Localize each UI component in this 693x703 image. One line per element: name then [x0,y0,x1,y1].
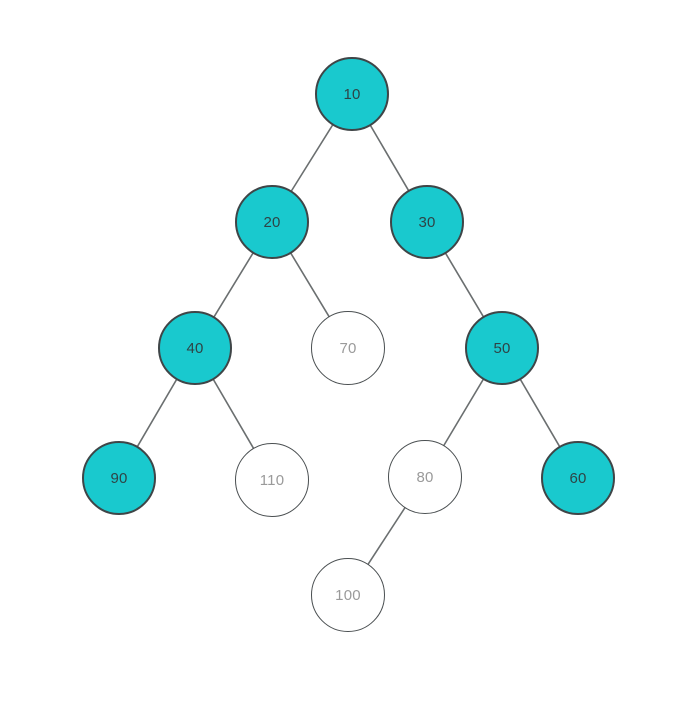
tree-edge [369,125,410,191]
tree-edge [290,124,334,192]
tree-node-label: 10 [343,85,361,103]
tree-edge [367,507,406,565]
tree-node-50[interactable]: 50 [465,311,539,385]
tree-node-10[interactable]: 10 [315,57,389,131]
tree-node-label: 40 [186,339,204,357]
tree-node-label: 70 [339,339,357,357]
tree-edge [212,379,255,449]
tree-node-60[interactable]: 60 [541,441,615,515]
tree-node-110[interactable]: 110 [235,443,309,517]
tree-node-30[interactable]: 30 [390,185,464,259]
tree-edge [443,378,484,447]
tree-node-label: 80 [416,468,434,486]
tree-node-label: 30 [418,213,436,231]
tree-node-label: 100 [335,586,361,604]
tree-node-70[interactable]: 70 [311,311,385,385]
tree-node-90[interactable]: 90 [82,441,156,515]
tree-edge [519,379,561,447]
tree-node-20[interactable]: 20 [235,185,309,259]
tree-node-100[interactable]: 100 [311,558,385,632]
tree-node-label: 90 [110,469,128,487]
tree-node-label: 20 [263,213,281,231]
tree-edge [136,379,178,447]
tree-edge [213,252,254,318]
tree-node-label: 50 [493,339,511,357]
tree-node-40[interactable]: 40 [158,311,232,385]
tree-node-label: 110 [259,471,285,489]
tree-edge [290,252,330,318]
tree-node-label: 60 [569,469,587,487]
tree-edge [445,252,484,318]
tree-node-80[interactable]: 80 [388,440,462,514]
